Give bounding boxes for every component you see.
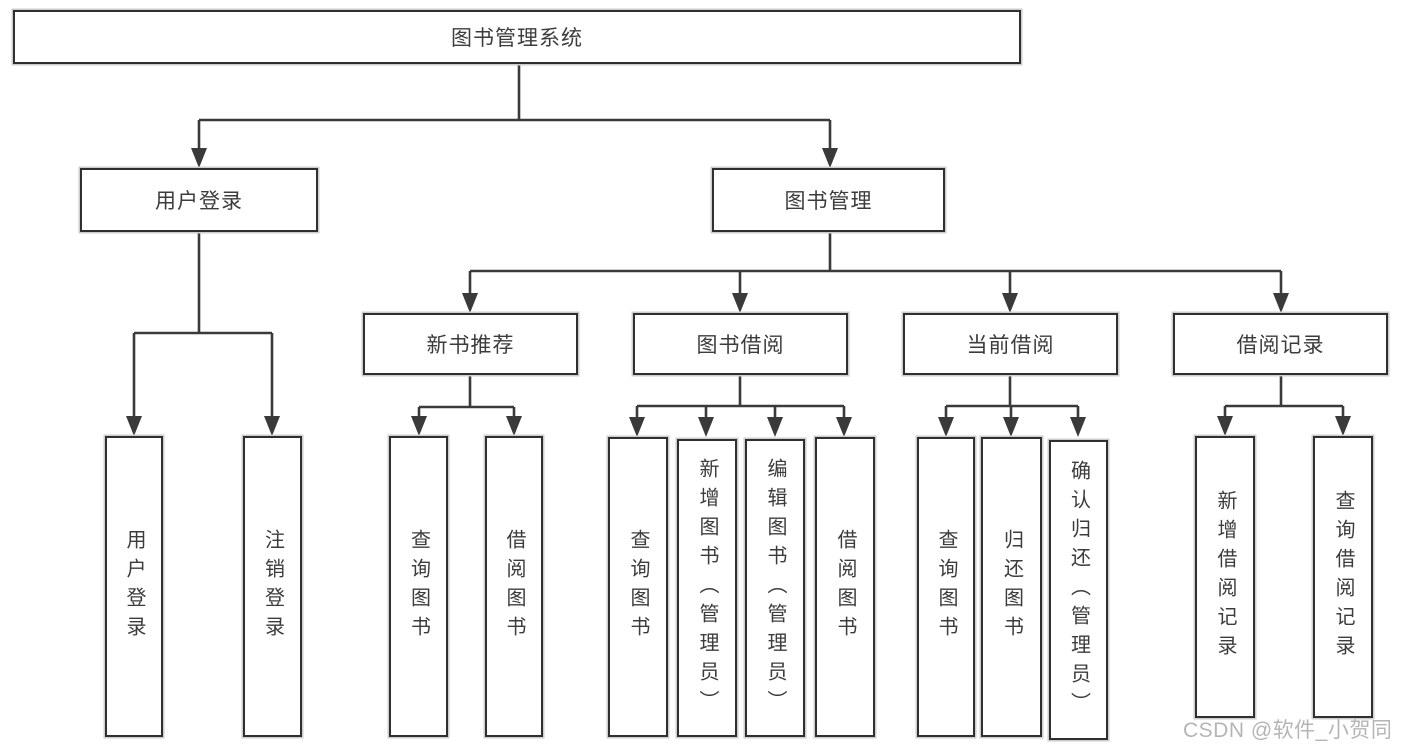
connector-user-login-children xyxy=(132,232,274,418)
node-new-book-recommend: 新书推荐 xyxy=(363,313,578,375)
leaf-query-borrow-record: 查询借阅记录 xyxy=(1313,436,1373,718)
leaf-edit-books-admin: 编辑图书（管理员） xyxy=(745,439,805,737)
node-label: 用户登录 xyxy=(123,528,145,645)
node-label: 新书推荐 xyxy=(426,334,515,357)
node-book-management: 图书管理 xyxy=(712,168,945,232)
connector-borrow-records-children xyxy=(1223,375,1345,418)
node-book-borrow: 图书借阅 xyxy=(633,313,848,375)
node-user-login-group: 用户登录 xyxy=(80,168,318,232)
node-label: 当前借阅 xyxy=(966,334,1055,357)
node-root-system: 图书管理系统 xyxy=(13,10,1021,64)
arrowheads-level2 xyxy=(191,148,838,168)
node-current-borrow: 当前借阅 xyxy=(903,313,1118,375)
arrowheads-borrow-records-children xyxy=(1217,416,1351,436)
node-label: 图书借阅 xyxy=(696,334,785,357)
node-label: 查询图书 xyxy=(627,529,649,645)
arrowheads-level3 xyxy=(462,293,1289,313)
node-label: 用户登录 xyxy=(155,190,243,213)
node-label: 图书管理系统 xyxy=(451,27,583,50)
node-borrow-records: 借阅记录 xyxy=(1173,313,1388,375)
leaf-user-login: 用户登录 xyxy=(105,436,163,737)
arrowheads-book-borrow-children xyxy=(629,417,852,437)
connector-new-book-children xyxy=(417,375,516,418)
arrowheads-new-book-children xyxy=(411,416,522,436)
leaf-recommend-query-books: 查询图书 xyxy=(389,436,448,737)
leaf-recommend-borrow-books: 借阅图书 xyxy=(485,436,543,737)
node-label: 借阅图书 xyxy=(834,529,856,645)
node-label: 借阅记录 xyxy=(1236,334,1325,357)
leaf-current-query-books: 查询图书 xyxy=(917,437,975,737)
node-label: 新增借阅记录 xyxy=(1214,490,1236,664)
arrowheads-user-login-children xyxy=(126,416,280,436)
leaf-borrow-query-books: 查询图书 xyxy=(608,437,668,737)
leaf-add-books-admin: 新增图书（管理员） xyxy=(677,439,737,737)
node-label: 新增图书（管理员） xyxy=(696,457,718,719)
node-label: 注销登录 xyxy=(261,528,284,645)
node-label: 图书管理 xyxy=(784,190,873,213)
connector-root-to-level2 xyxy=(197,64,832,150)
leaf-borrow-books: 借阅图书 xyxy=(815,437,875,737)
node-label: 查询图书 xyxy=(407,528,430,645)
connector-book-borrow-children xyxy=(635,375,846,419)
leaf-add-borrow-record: 新增借阅记录 xyxy=(1195,436,1255,718)
node-label: 借阅图书 xyxy=(503,528,525,645)
node-label: 归还图书 xyxy=(1000,529,1023,645)
connector-book-management-children xyxy=(468,232,1283,295)
leaf-logout: 注销登录 xyxy=(243,436,302,737)
leaf-return-books: 归还图书 xyxy=(981,437,1042,737)
arrowheads-current-borrow-children xyxy=(938,417,1086,437)
leaf-confirm-return-admin: 确认归还（管理员） xyxy=(1049,440,1108,740)
connector-current-borrow-children xyxy=(944,375,1080,419)
node-label: 编辑图书（管理员） xyxy=(764,457,786,719)
node-label: 查询图书 xyxy=(935,529,957,645)
node-label: 确认归还（管理员） xyxy=(1067,459,1090,721)
node-label: 查询借阅记录 xyxy=(1332,490,1354,664)
